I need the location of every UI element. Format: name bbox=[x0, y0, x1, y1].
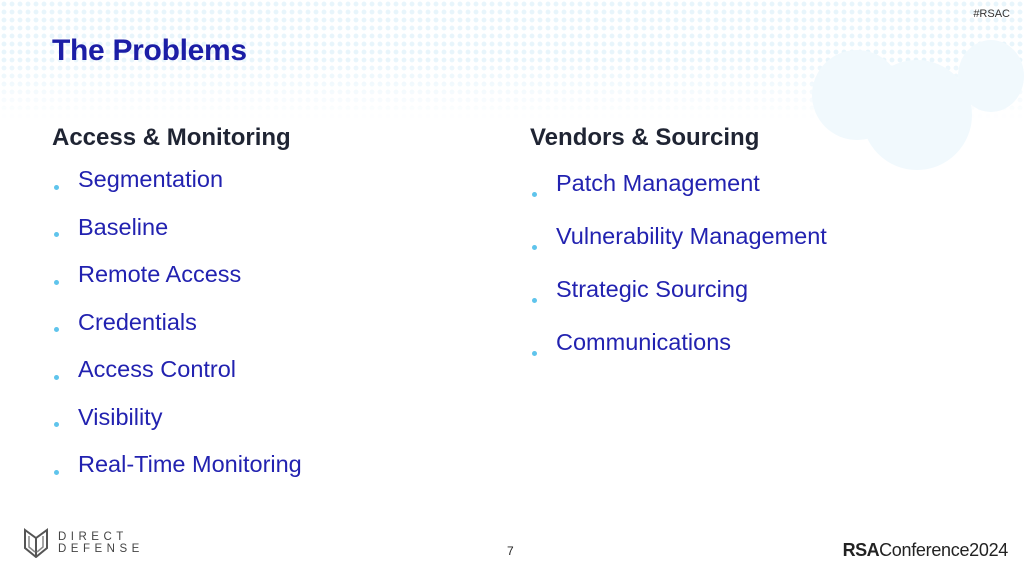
list-item: Segmentation bbox=[52, 162, 302, 210]
list-item: Real-Time Monitoring bbox=[52, 447, 302, 495]
bullet-dot-icon bbox=[532, 244, 537, 250]
list-item: Vulnerability Management bbox=[530, 219, 827, 272]
list-item: Credentials bbox=[52, 305, 302, 353]
list-item: Visibility bbox=[52, 400, 302, 448]
bullet-dot-icon bbox=[54, 422, 59, 428]
rsa-brand: RSA bbox=[842, 540, 880, 560]
list-item-label: Credentials bbox=[78, 308, 197, 335]
list-item-label: Segmentation bbox=[78, 166, 224, 192]
list-item: Access Control bbox=[52, 352, 302, 400]
bullet-dot-icon bbox=[54, 232, 59, 238]
page-number: 7 bbox=[507, 544, 514, 558]
list-item-label: Patch Management bbox=[556, 170, 760, 196]
list-item: Baseline bbox=[52, 210, 302, 258]
bullet-list: Patch Management Vulnerability Managemen… bbox=[530, 166, 827, 378]
list-item-label: Strategic Sourcing bbox=[556, 276, 749, 302]
list-item: Strategic Sourcing bbox=[530, 272, 827, 325]
bullet-dot-icon bbox=[54, 279, 59, 285]
background-circle bbox=[958, 40, 1024, 112]
bullet-dot-icon bbox=[532, 297, 537, 303]
list-item-label: Real-Time Monitoring bbox=[78, 451, 302, 477]
list-item-label: Baseline bbox=[78, 213, 169, 240]
background-circle bbox=[862, 60, 972, 170]
list-item-label: Visibility bbox=[78, 403, 163, 430]
logo-line-2: DEFENSE bbox=[58, 543, 144, 555]
column-vendors-sourcing: Vendors & Sourcing Patch Management Vuln… bbox=[530, 124, 827, 378]
bullet-list: Segmentation Baseline Remote Access Cred… bbox=[52, 162, 302, 495]
bullet-dot-icon bbox=[532, 191, 537, 197]
rsac-hashtag: #RSAC bbox=[973, 8, 1010, 20]
page-title: The Problems bbox=[52, 34, 247, 67]
rsa-conference-logo: RSAConference2024 bbox=[842, 540, 1009, 561]
direct-defense-logo: DIRECT DEFENSE bbox=[24, 528, 144, 558]
conference-name: Conference bbox=[879, 540, 970, 560]
bullet-dot-icon bbox=[54, 184, 59, 190]
logo-wordmark: DIRECT DEFENSE bbox=[58, 531, 144, 555]
list-item-label: Vulnerability Management bbox=[556, 223, 827, 249]
bullet-dot-icon bbox=[532, 350, 537, 356]
bullet-dot-icon bbox=[54, 469, 59, 475]
list-item-label: Communications bbox=[556, 329, 732, 355]
column-heading: Access & Monitoring bbox=[52, 124, 291, 151]
list-item: Remote Access bbox=[52, 257, 302, 305]
list-item: Patch Management bbox=[530, 166, 827, 219]
bullet-dot-icon bbox=[54, 327, 59, 333]
list-item-label: Access Control bbox=[78, 356, 237, 382]
conference-year: 2024 bbox=[969, 540, 1008, 560]
column-access-monitoring: Access & Monitoring Segmentation Baselin… bbox=[52, 124, 302, 495]
logo-line-1: DIRECT bbox=[58, 531, 128, 543]
bullet-dot-icon bbox=[54, 374, 59, 380]
shield-logo-icon bbox=[24, 528, 48, 558]
list-item: Communications bbox=[530, 325, 827, 378]
list-item-label: Remote Access bbox=[78, 261, 242, 287]
column-heading: Vendors & Sourcing bbox=[530, 124, 760, 151]
